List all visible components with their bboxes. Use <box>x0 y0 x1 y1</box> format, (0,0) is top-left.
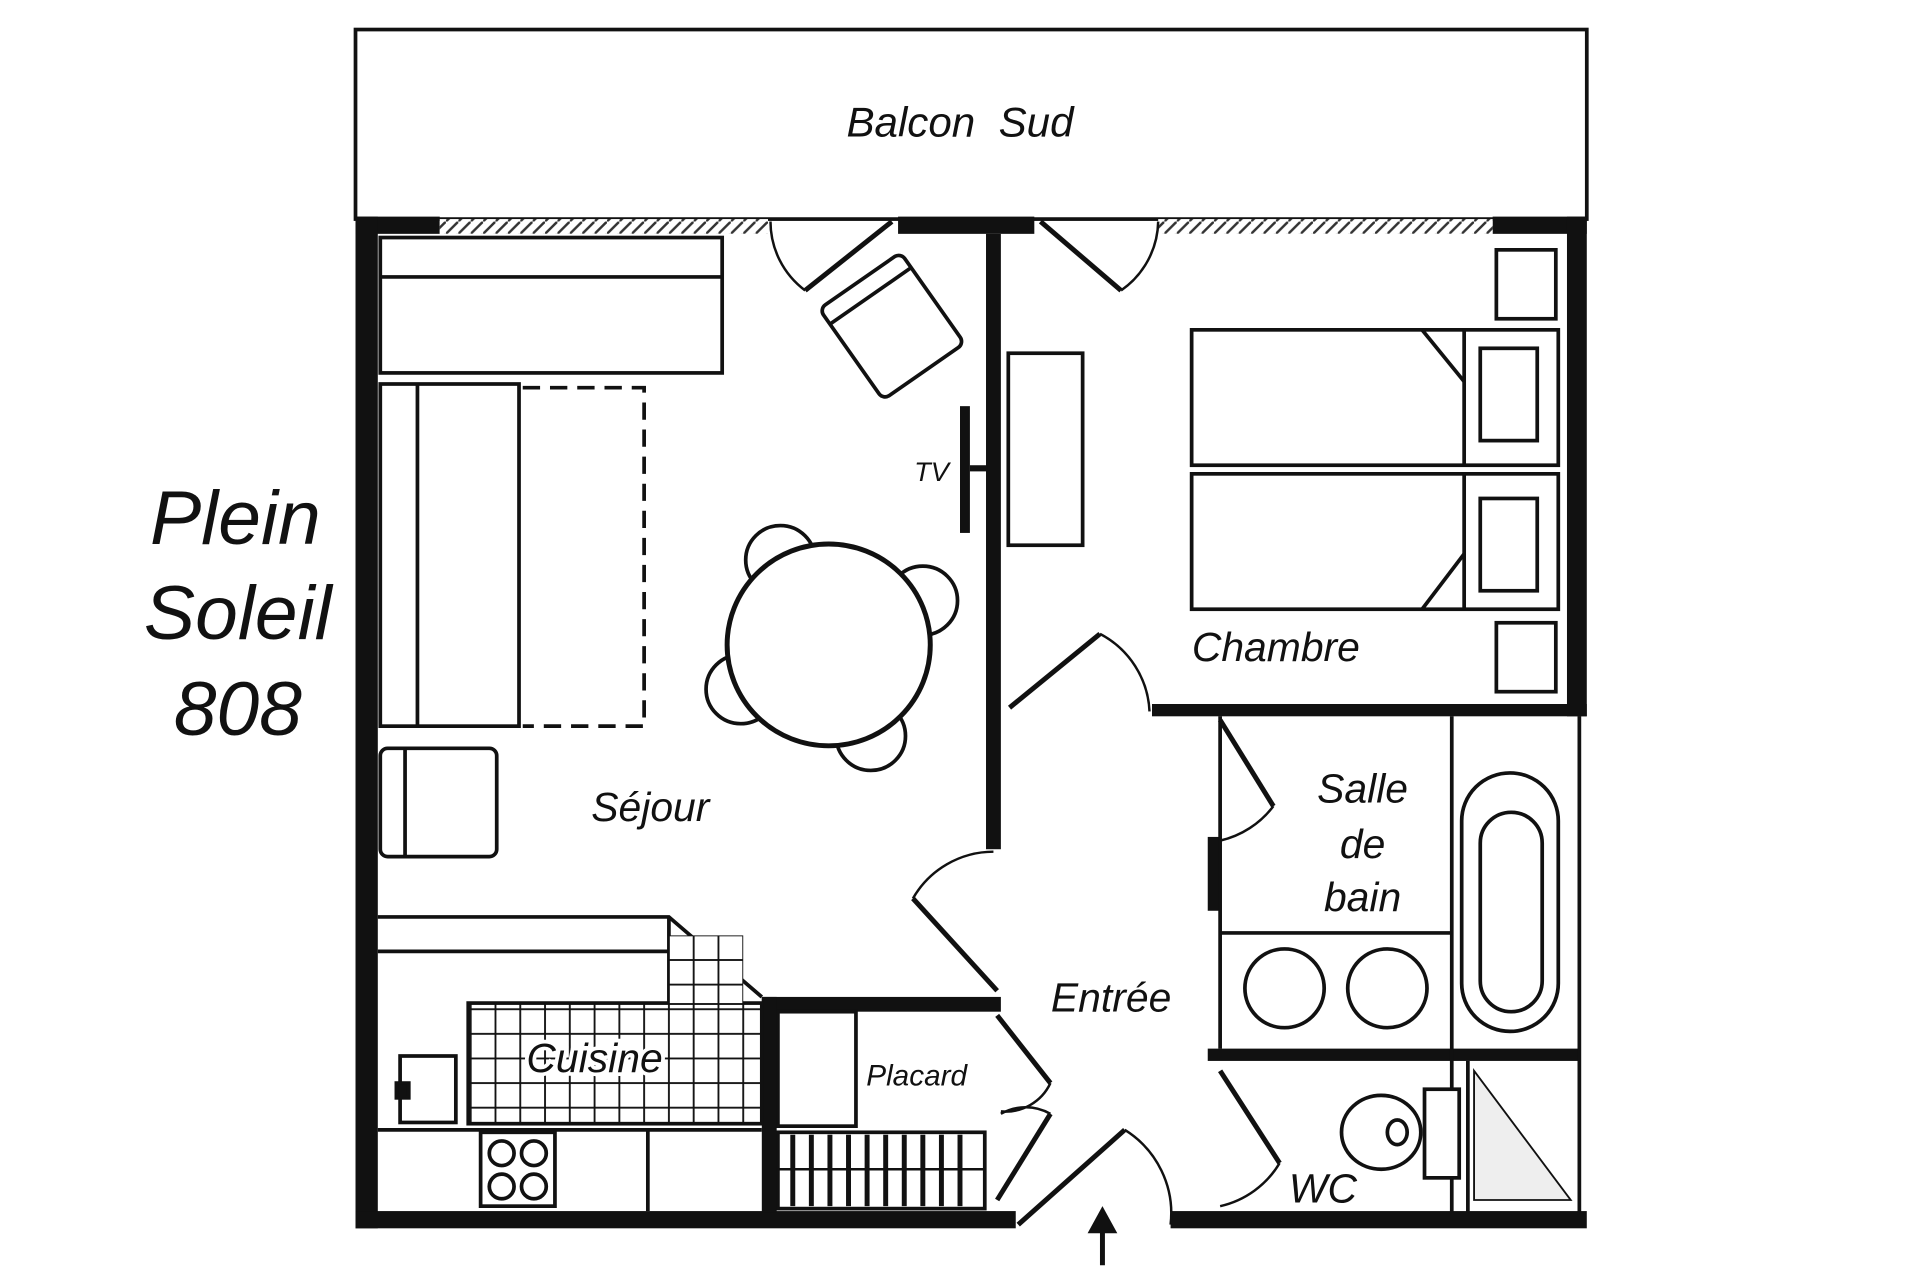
kitchen-fixtures <box>377 915 987 1212</box>
doors <box>769 219 1282 1227</box>
title-line-1: Plein <box>150 476 321 561</box>
window-bedroom <box>1158 219 1493 234</box>
label-bedroom: Chambre <box>1192 624 1360 670</box>
balcony <box>353 27 1589 221</box>
window-living <box>439 219 768 234</box>
tv-mount <box>969 465 988 472</box>
label-living: Séjour <box>591 784 711 830</box>
label-kitchen: Cuisine <box>526 1035 662 1081</box>
closet-rack <box>777 1134 985 1207</box>
label-wc: WC <box>1289 1166 1358 1212</box>
walls <box>355 216 1587 1229</box>
title-line-3: 808 <box>174 667 303 752</box>
tv-icon <box>960 406 970 533</box>
label-bathroom-3: bain <box>1324 874 1401 920</box>
label-entrance: Entrée <box>1051 975 1171 1021</box>
label-bathroom-1: Salle <box>1317 766 1408 812</box>
bedroom-furniture <box>1189 248 1561 694</box>
label-closet: Placard <box>866 1060 968 1093</box>
entrance-arrow-icon <box>1087 1206 1118 1266</box>
living-furniture <box>378 235 1085 859</box>
title-line-2: Soleil <box>144 571 334 656</box>
label-balcony: Balcon Sud <box>846 99 1075 146</box>
label-tv: TV <box>914 456 952 487</box>
label-bathroom-2: de <box>1340 821 1385 867</box>
bathroom-fixtures <box>1243 771 1573 1213</box>
